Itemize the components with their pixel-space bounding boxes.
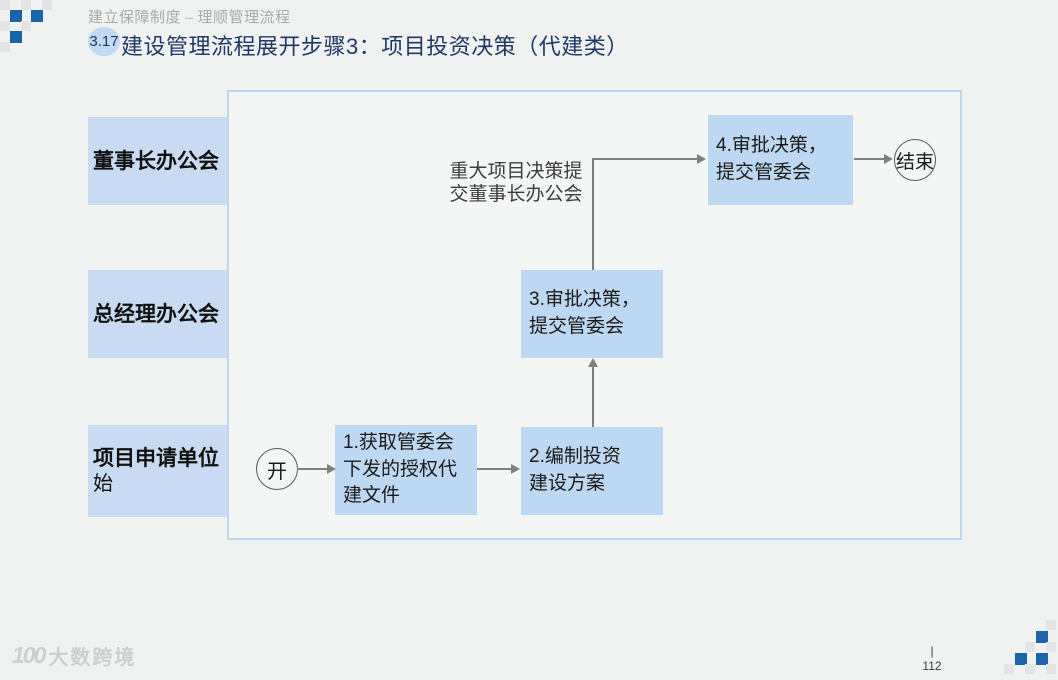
arrowhead-up-icon — [588, 358, 598, 367]
connector-step4-to-end — [854, 158, 886, 160]
deco-square — [0, 21, 10, 31]
connector-step3-to-step4-vertical — [592, 159, 594, 270]
deco-square — [1004, 664, 1014, 674]
overflow-start-char: 始 — [93, 472, 113, 495]
brand-logo-icon: 100 — [12, 642, 46, 668]
deco-square-blue — [10, 10, 22, 22]
deco-square — [42, 0, 52, 10]
flow-step-text: 下发的授权代 — [343, 458, 458, 480]
arrowhead-right-icon — [697, 154, 706, 164]
flow-step-text: 建设方案 — [529, 473, 606, 494]
start-label: 开 — [267, 460, 287, 483]
page-number: 112 — [922, 659, 942, 673]
deco-square — [1046, 642, 1056, 652]
step-number: 4. — [716, 135, 732, 157]
brand-watermark: 100 大数跨境 — [12, 641, 136, 670]
flow-step-2: 2.编制投资 建设方案 — [521, 427, 663, 515]
deco-square-blue — [31, 10, 43, 22]
connector-start-to-step1 — [297, 468, 330, 470]
lane-label-applicant-unit: 项目申请单位 始 — [88, 425, 227, 517]
lane-label-gm-office: 总经理办公会 — [88, 270, 227, 358]
deco-square — [1046, 620, 1056, 630]
flow-step-text: 4.审批决策， — [716, 135, 827, 157]
deco-square — [21, 0, 31, 10]
brand-name: 大数跨境 — [48, 647, 137, 669]
page-number-divider: | — [930, 644, 934, 658]
flow-step-text: 提交管委会 — [529, 316, 625, 337]
flow-step-1: 1.获取管委会 下发的授权代 建文件 — [335, 425, 477, 515]
step-number: 3. — [529, 289, 545, 311]
page-title: 建设管理流程展开步骤3：项目投资决策（代建类） — [121, 34, 629, 59]
arrowhead-right-icon — [327, 464, 336, 474]
deco-square-blue — [10, 31, 22, 43]
deco-square-blue — [1015, 653, 1027, 665]
lane-label-text: 项目申请单位 — [93, 446, 219, 471]
connector-step2-to-step3 — [592, 366, 594, 427]
lane-label-chairman-office: 董事长办公会 — [88, 117, 227, 205]
annotation-major-project: 重大项目决策提 交董事长办公会 — [449, 161, 583, 206]
flow-step-text: 2.编制投资 — [529, 446, 621, 468]
deco-square — [1046, 664, 1056, 674]
arrowhead-right-icon — [511, 464, 520, 474]
deco-square-blue — [1036, 631, 1048, 643]
arrowhead-right-icon — [884, 154, 893, 164]
deco-square-blue — [1036, 653, 1048, 665]
flow-step-text: 1.获取管委会 — [343, 432, 454, 454]
deco-square — [1025, 642, 1035, 652]
deco-square — [0, 0, 10, 10]
start-terminator: 开 — [256, 448, 298, 490]
flow-step-text: 建文件 — [343, 485, 401, 507]
flow-step-text: 提交管委会 — [716, 162, 812, 183]
flow-step-text: 3.审批决策， — [529, 289, 640, 311]
step-number: 1. — [343, 432, 359, 454]
end-terminator: 结束 — [894, 139, 936, 181]
lane-label-text: 总经理办公会 — [93, 301, 219, 326]
deco-square — [21, 21, 31, 31]
end-label: 结束 — [895, 151, 934, 173]
section-number-badge: 3.17 — [88, 27, 120, 56]
deco-square — [0, 42, 10, 52]
deco-square — [1025, 664, 1035, 674]
breadcrumb: 建立保障制度 – 理顺管理流程 — [88, 10, 291, 26]
flow-step-4: 4.审批决策， 提交管委会 — [708, 115, 853, 205]
step-number: 2. — [529, 446, 545, 468]
flow-step-3: 3.审批决策， 提交管委会 — [521, 270, 663, 358]
connector-step3-to-step4-horizontal — [592, 158, 698, 160]
connector-step1-to-step2 — [477, 468, 513, 470]
lane-label-text: 董事长办公会 — [93, 148, 219, 173]
